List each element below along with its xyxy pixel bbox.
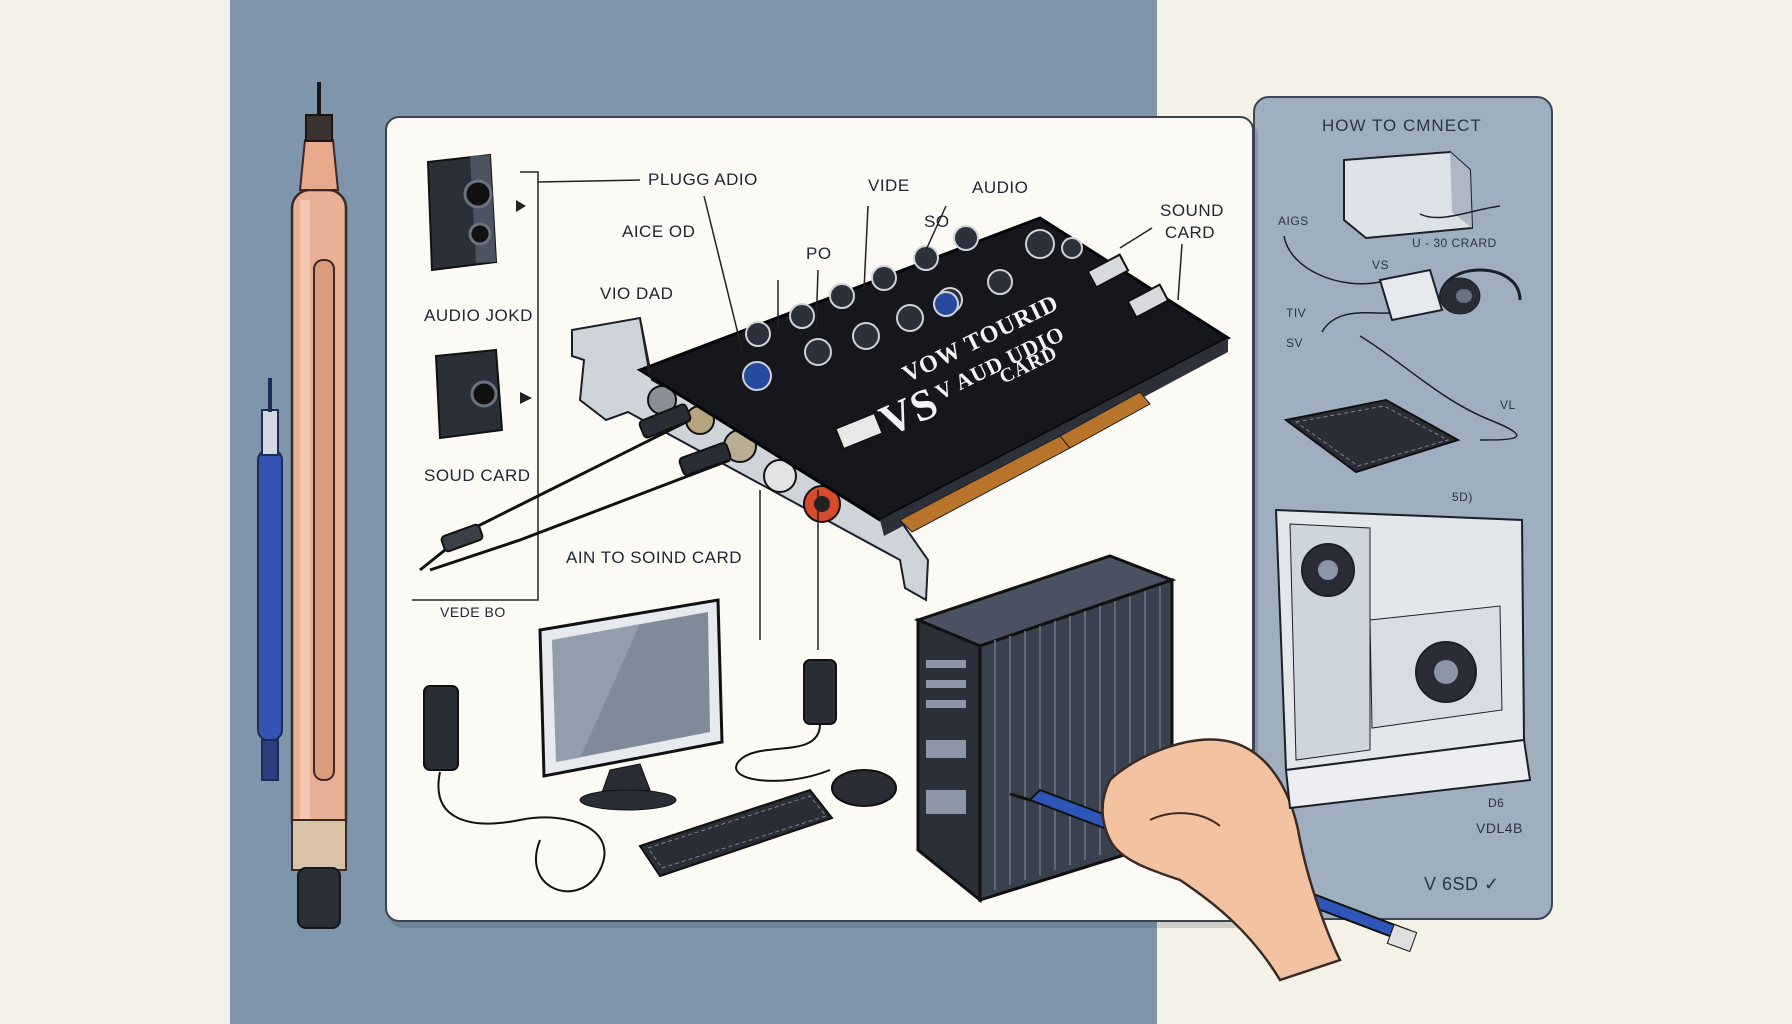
label-audio: AUDIO <box>972 178 1029 197</box>
label-bottom-1: D6 <box>1488 796 1505 810</box>
speaker-icon <box>426 153 498 272</box>
label-vs-small: VS <box>1372 258 1390 272</box>
side-panel-footer: V 6SD ✓ <box>1424 874 1500 894</box>
keyboard-icon <box>1283 398 1461 474</box>
blue-pen-icon <box>257 378 283 781</box>
orange-pen-icon <box>290 82 348 929</box>
label-vede-bo: VEDE BO <box>440 604 506 620</box>
side-panel-title: HOW TO CMNECT <box>1322 116 1482 135</box>
audio-jack-icon <box>440 403 732 553</box>
headphones-icon <box>1438 268 1522 315</box>
label-vio-dad: VIO DAD <box>600 284 674 303</box>
label-audio-jokd: AUDIO JOKD <box>424 306 533 325</box>
label-bottom-2: VDL4B <box>1476 820 1523 836</box>
hand-with-stylus-icon <box>1009 738 1418 982</box>
adapter-card-icon <box>1378 268 1444 322</box>
sound-card-pcb <box>636 216 1231 536</box>
label-aice-od: AICE OD <box>622 222 696 241</box>
label-ain-to-soind-card: AIN TO SOIND CARD <box>566 548 743 567</box>
open-pc-case-icon <box>1274 508 1532 810</box>
label-vide: VIDE <box>868 176 910 195</box>
arrow-icon <box>520 392 532 404</box>
label-soud-card: SOUD CARD <box>424 466 531 485</box>
speaker-icon <box>434 348 504 440</box>
label-vl: VL <box>1500 398 1516 412</box>
label-sv: SV <box>1286 336 1304 350</box>
speaker-icon <box>423 685 459 771</box>
label-so: SO <box>924 212 950 231</box>
label-card-small: U - 30 CRARD <box>1412 236 1497 250</box>
arrow-icon <box>516 200 526 212</box>
mouse-icon <box>831 769 897 807</box>
label-num: 5D) <box>1452 490 1473 504</box>
label-sound-card: SOUND CARD <box>1160 201 1224 242</box>
label-po: PO <box>806 244 832 263</box>
keyboard-icon <box>638 788 834 878</box>
monitor-icon <box>538 598 724 811</box>
external-sound-box-icon <box>1343 150 1474 240</box>
label-aigs: AIGS <box>1278 214 1309 228</box>
label-plugg-audio: PLUGG ADIO <box>648 170 758 189</box>
label-tiv: TIV <box>1286 306 1307 320</box>
